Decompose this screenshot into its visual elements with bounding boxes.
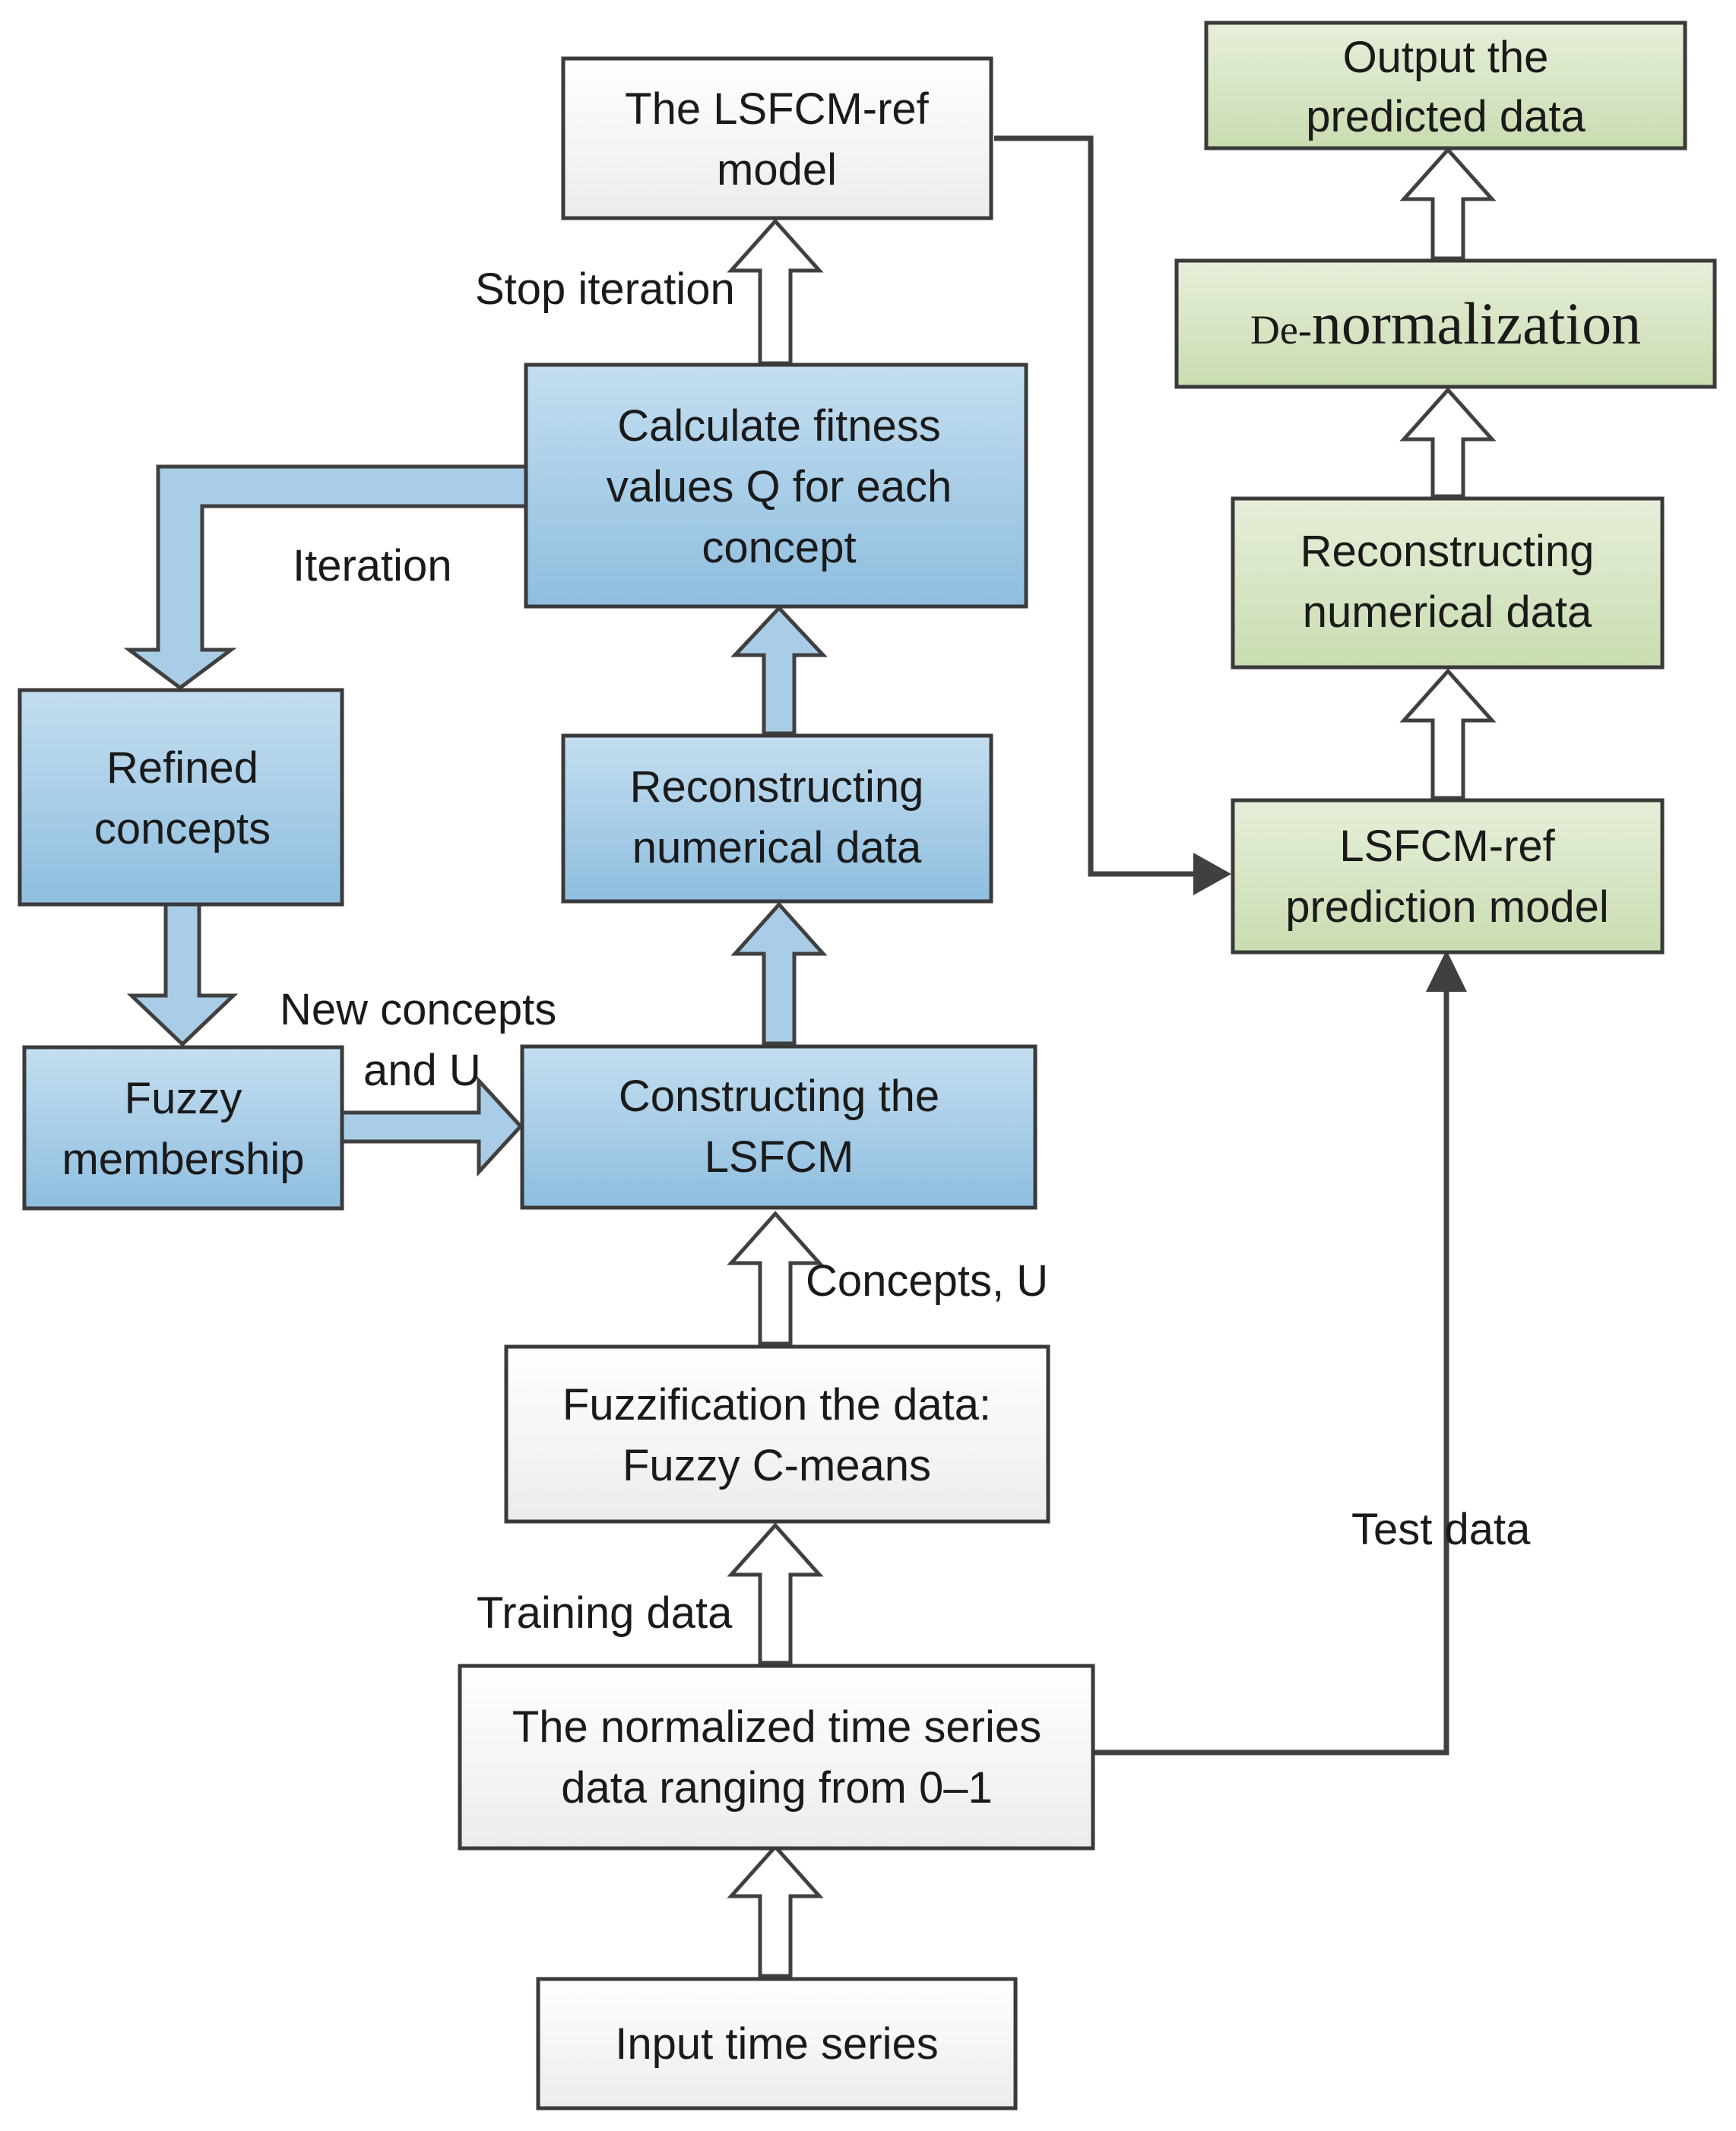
input-series-text: Input time series <box>615 2019 939 2069</box>
arrow-fitness-to-model <box>727 218 824 366</box>
prediction-model-box: LSFCM-ref prediction model <box>1231 798 1665 955</box>
reconstructing-right-box: Reconstructing numerical data <box>1231 496 1665 670</box>
iteration-label: Iteration <box>293 541 452 591</box>
new-concepts-label-line1: New concepts <box>280 985 556 1034</box>
test-data-connector <box>1093 988 1449 1756</box>
fuzzification-text-line1: Fuzzification the data: <box>562 1380 991 1430</box>
normalized-series-box: The normalized time series data ranging … <box>458 1664 1095 1851</box>
constructing-lsfcm-text-line1: Constructing the <box>619 1072 939 1121</box>
lsfcm-ref-model-text-line2: model <box>717 145 837 195</box>
reconstructing-right-text-line1: Reconstructing <box>1300 527 1595 576</box>
fuzzification-box: Fuzzification the data: Fuzzy C-means <box>504 1344 1050 1524</box>
refined-concepts-text-line2: concepts <box>94 804 271 853</box>
prediction-model-text-line2: prediction model <box>1285 882 1609 932</box>
input-series-box: Input time series <box>536 1977 1018 2110</box>
reconstructing-left-box: Reconstructing numerical data <box>561 733 993 904</box>
model-to-prediction-arrowhead <box>1193 853 1231 895</box>
training-data-label: Training data <box>477 1588 733 1638</box>
arrow-reconstructing-to-fitness <box>730 605 828 736</box>
fuzzification-text-line2: Fuzzy C-means <box>622 1441 931 1490</box>
fuzzy-membership-text-line2: membership <box>62 1135 304 1184</box>
arrow-reconstructing-to-denorm <box>1399 387 1497 499</box>
arrow-normalized-to-fuzzification <box>727 1522 824 1665</box>
fuzzy-membership-text-line1: Fuzzy <box>125 1074 242 1123</box>
stop-iteration-label: Stop iteration <box>475 264 735 314</box>
denormalization-box: De-normalization <box>1174 258 1717 389</box>
output-text-line2: predicted data <box>1306 92 1586 141</box>
reconstructing-left-text-line2: numerical data <box>632 823 922 872</box>
test-data-label: Test data <box>1351 1505 1531 1554</box>
fitness-text-line1: Calculate fitness <box>617 401 941 451</box>
fitness-text-line3: concept <box>702 523 856 572</box>
denormalization-text: De-normalization <box>1250 290 1641 356</box>
output-text-line1: Output the <box>1343 33 1549 82</box>
normalized-series-text-line1: The normalized time series <box>512 1702 1041 1752</box>
arrow-constructing-to-reconstructing <box>730 901 828 1046</box>
normalized-series-text-line2: data ranging from 0–1 <box>561 1763 992 1813</box>
test-data-arrowhead <box>1426 950 1467 992</box>
fitness-text-line2: values Q for each <box>607 462 952 511</box>
fitness-box: Calculate fitness values Q for each conc… <box>524 363 1028 609</box>
arrow-input-to-normalized <box>727 1844 824 1978</box>
arrow-prediction-to-reconstructing <box>1399 668 1497 800</box>
model-to-prediction-connector <box>994 135 1197 877</box>
lsfcm-ref-model-text-line1: The LSFCM-ref <box>625 84 930 134</box>
output-box: Output the predicted data <box>1204 21 1687 150</box>
reconstructing-left-text-line1: Reconstructing <box>630 762 924 812</box>
arrow-iteration-loop <box>123 464 528 691</box>
fuzzy-membership-box: Fuzzy membership <box>22 1045 344 1211</box>
refined-concepts-box: Refined concepts <box>17 688 344 907</box>
reconstructing-right-text-line2: numerical data <box>1303 587 1592 637</box>
prediction-model-text-line1: LSFCM-ref <box>1339 822 1555 871</box>
new-concepts-label-line2: and U <box>363 1046 481 1095</box>
arrow-denorm-to-output <box>1399 147 1497 261</box>
arrow-refined-to-membership <box>126 902 239 1047</box>
concepts-u-label: Concepts, U <box>806 1256 1048 1306</box>
denormalization-main: normalization <box>1312 290 1641 356</box>
denormalization-prefix: De- <box>1250 307 1312 353</box>
constructing-lsfcm-text-line2: LSFCM <box>705 1132 854 1182</box>
lsfcm-ref-model-box: The LSFCM-ref model <box>561 56 993 220</box>
refined-concepts-text-line1: Refined <box>106 743 258 793</box>
constructing-lsfcm-box: Constructing the LSFCM <box>520 1044 1037 1210</box>
arrow-membership-to-constructing <box>340 1075 524 1177</box>
arrow-fuzzification-to-constructing <box>727 1211 824 1346</box>
